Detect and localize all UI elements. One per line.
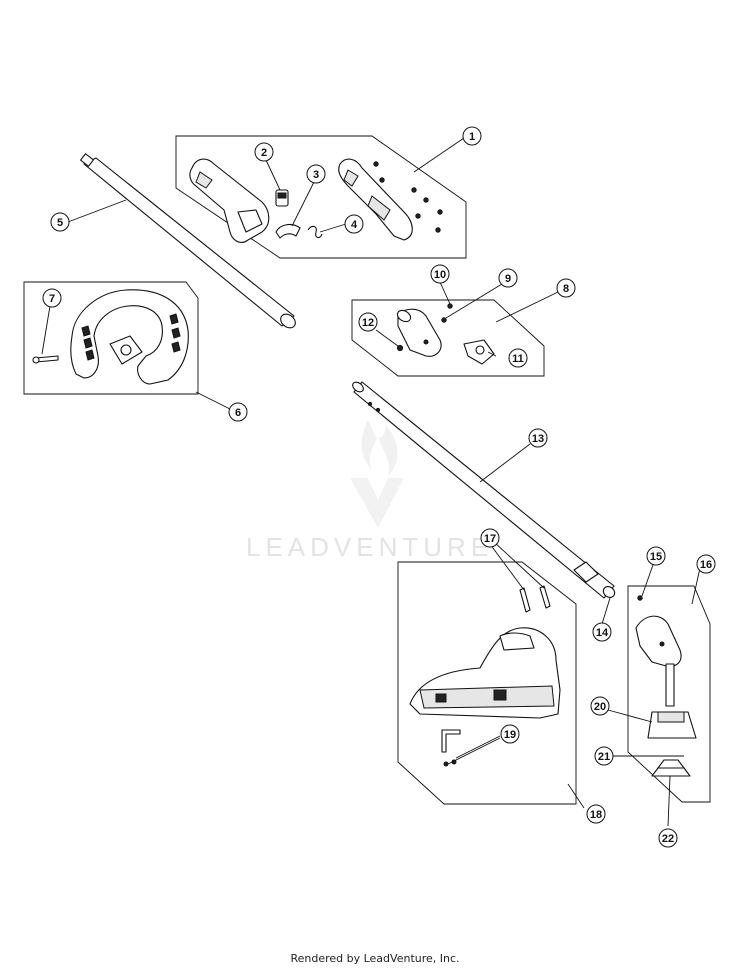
callout-12[interactable]: 12 — [358, 312, 378, 332]
svg-text:17: 17 — [484, 533, 496, 545]
part-guard — [409, 627, 561, 719]
svg-text:5: 5 — [57, 217, 63, 229]
svg-text:8: 8 — [563, 283, 569, 295]
part-screws-set — [373, 161, 443, 233]
callout-3[interactable]: 3 — [306, 164, 326, 184]
group-box-16 — [627, 585, 711, 803]
part-switch — [275, 189, 289, 207]
part-pin-10 — [447, 303, 453, 309]
callout-22[interactable]: 22 — [658, 828, 678, 848]
group-box-6 — [23, 281, 199, 395]
group-box-8 — [351, 299, 545, 377]
footer-credit: Rendered by LeadVenture, Inc. — [290, 952, 460, 965]
callout-9[interactable]: 9 — [498, 268, 518, 288]
part-gearhead — [635, 615, 682, 707]
group-box-1 — [175, 135, 467, 259]
callout-10[interactable]: 10 — [430, 264, 450, 284]
svg-text:1: 1 — [469, 131, 475, 143]
callout-7[interactable]: 7 — [42, 288, 62, 308]
svg-text:12: 12 — [362, 317, 374, 329]
svg-text:15: 15 — [650, 551, 662, 563]
part-spool-housing — [647, 711, 697, 739]
svg-text:19: 19 — [504, 729, 516, 741]
svg-text:13: 13 — [532, 433, 544, 445]
svg-text:20: 20 — [594, 701, 606, 713]
callout-1[interactable]: 1 — [462, 126, 482, 146]
svg-text:4: 4 — [351, 219, 358, 231]
svg-text:21: 21 — [598, 751, 610, 763]
svg-text:7: 7 — [49, 293, 55, 305]
part-trigger — [275, 223, 301, 239]
part-pin-15 — [637, 595, 643, 601]
svg-text:2: 2 — [261, 147, 267, 159]
callout-18[interactable]: 18 — [586, 804, 606, 824]
watermark-text: LEADVENTURE — [246, 532, 493, 562]
part-spring — [307, 225, 323, 239]
callout-14[interactable]: 14 — [592, 622, 612, 642]
part-line-cutter-tools — [441, 729, 461, 767]
svg-text:16: 16 — [700, 559, 712, 571]
part-spool-cap — [651, 759, 691, 777]
group-box-18 — [397, 561, 577, 805]
callout-17[interactable]: 17 — [480, 528, 500, 548]
part-loop-bolt — [32, 355, 59, 364]
callout-16[interactable]: 16 — [696, 554, 716, 574]
callout-15[interactable]: 15 — [646, 546, 666, 566]
svg-text:14: 14 — [596, 627, 609, 639]
callout-21[interactable]: 21 — [594, 746, 614, 766]
callout-13[interactable]: 13 — [528, 428, 548, 448]
part-knob — [463, 339, 495, 365]
callout-20[interactable]: 20 — [590, 696, 610, 716]
part-handle-housing-left — [189, 158, 270, 243]
svg-text:3: 3 — [313, 169, 319, 181]
part-lower-shaft — [352, 381, 616, 599]
svg-text:9: 9 — [505, 273, 511, 285]
callout-6[interactable]: 6 — [228, 402, 248, 422]
svg-text:6: 6 — [235, 407, 241, 419]
svg-text:10: 10 — [434, 269, 446, 281]
leader-lines — [41, 137, 701, 827]
svg-text:18: 18 — [590, 809, 602, 821]
callout-5[interactable]: 5 — [50, 212, 70, 232]
callout-4[interactable]: 4 — [344, 214, 364, 234]
part-guard-screws — [519, 585, 551, 613]
part-handle-housing-right — [338, 158, 413, 241]
callout-2[interactable]: 2 — [254, 142, 274, 162]
svg-text:22: 22 — [662, 833, 674, 845]
callout-19[interactable]: 19 — [500, 724, 520, 744]
part-pin-9 — [441, 317, 447, 323]
part-nut-small — [396, 344, 404, 352]
part-upper-shaft — [80, 153, 296, 329]
watermark-logo-icon — [350, 420, 404, 528]
svg-text:11: 11 — [512, 353, 524, 365]
part-loop-handle — [70, 289, 189, 385]
callout-8[interactable]: 8 — [556, 278, 576, 298]
part-coupler — [396, 308, 442, 357]
callout-11[interactable]: 11 — [508, 348, 528, 368]
